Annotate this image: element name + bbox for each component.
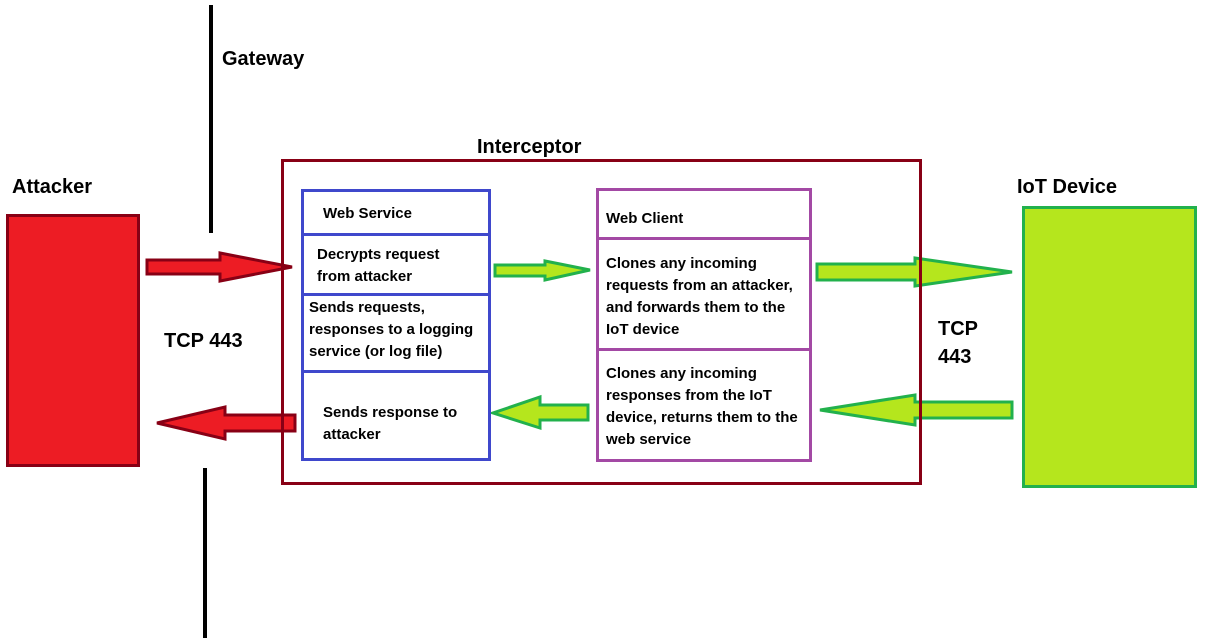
iot-device-box [1022, 206, 1197, 488]
gateway-label: Gateway [222, 48, 305, 70]
attacker-box [6, 214, 140, 467]
interceptor-box [281, 159, 922, 485]
arrow-service-to-client [493, 259, 591, 282]
web-client-clone-response: Clones any incoming responses from the I… [606, 365, 798, 448]
arrow-service-to-attacker [156, 405, 297, 441]
web-client-clone-request: Clones any incoming requests from an att… [606, 255, 793, 338]
web-service-divider-1 [301, 233, 491, 236]
tcp-left-label: TCP 443 [164, 330, 243, 352]
web-client-divider-1 [596, 237, 812, 240]
web-client-box [596, 188, 812, 462]
arrow-client-to-iot [815, 256, 1013, 288]
web-service-divider-3 [301, 370, 491, 373]
web-service-box [301, 189, 491, 461]
web-client-title: Web Client [606, 210, 684, 227]
web-service-title: Web Service [323, 205, 412, 222]
web-client-divider-2 [596, 348, 812, 351]
arrow-iot-to-client [819, 393, 1014, 427]
web-service-logging: Sends requests, responses to a logging s… [309, 299, 474, 360]
attacker-label: Attacker [12, 176, 93, 198]
arrow-attacker-to-service [145, 251, 293, 283]
iot-label: IoT Device [1017, 176, 1118, 198]
tcp-right-label: TCP [938, 318, 978, 340]
web-service-divider-2 [301, 293, 491, 296]
web-service-decrypt: Decrypts request from attacker [317, 246, 440, 285]
tcp-right-port: 443 [938, 346, 972, 368]
web-service-respond: Sends response to attacker [323, 404, 458, 443]
interceptor-label: Interceptor [477, 136, 582, 158]
arrow-client-to-service [488, 394, 590, 431]
